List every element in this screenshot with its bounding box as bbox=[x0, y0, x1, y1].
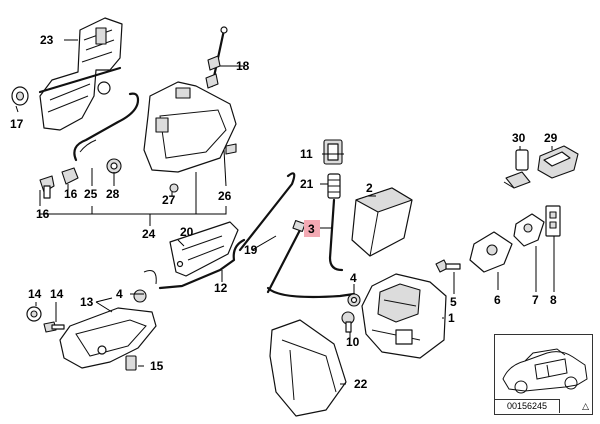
callout-7: 7 bbox=[532, 293, 539, 307]
callout-5: 5 bbox=[450, 295, 457, 309]
car-silhouette bbox=[502, 348, 588, 394]
callout-28: 28 bbox=[106, 187, 120, 201]
callout-4-right: 4 bbox=[350, 271, 357, 285]
part-19-rod bbox=[266, 228, 302, 294]
callout-8: 8 bbox=[550, 293, 557, 307]
callout-14: 14 bbox=[50, 287, 64, 301]
part-4-nut-left bbox=[133, 289, 147, 303]
part-19-upper-rod bbox=[238, 172, 296, 252]
part-9-screw bbox=[341, 311, 355, 333]
callout-3: 3 bbox=[308, 222, 315, 236]
part-16-screw-b bbox=[61, 167, 79, 185]
part-26-screw bbox=[225, 143, 237, 155]
callout-23: 23 bbox=[40, 33, 54, 47]
reference-code: 00156245 bbox=[495, 399, 560, 413]
part-4-nut-right bbox=[347, 293, 361, 307]
part-outside-handle bbox=[143, 81, 237, 173]
part-3-rod bbox=[328, 198, 344, 272]
callout-16-a: 16 bbox=[36, 207, 50, 221]
callout-22: 22 bbox=[354, 377, 368, 391]
part-21-bolt bbox=[327, 173, 341, 199]
part-22-cover bbox=[269, 319, 347, 417]
leader-lines bbox=[15, 39, 555, 385]
part-7-switch bbox=[513, 213, 545, 247]
callout-labels: 23 17 18 26 27 16 16 25 28 24 11 21 2 3 … bbox=[10, 33, 558, 391]
callout-9: 10 bbox=[346, 335, 360, 349]
part-13-washer bbox=[26, 306, 42, 322]
callout-20: 20 bbox=[180, 225, 194, 239]
callout-12: 13 bbox=[80, 295, 94, 309]
part-15-clip bbox=[125, 355, 137, 371]
reference-thumbnail: 00156245 △ bbox=[494, 334, 593, 415]
part-1-door-lock bbox=[361, 273, 447, 359]
callout-1: 1 bbox=[448, 311, 455, 325]
part-23-rod bbox=[38, 66, 122, 94]
part-11-rod bbox=[158, 238, 246, 290]
part-6-switch bbox=[469, 231, 513, 273]
callout-27: 27 bbox=[162, 193, 176, 207]
part-12-inner-handle bbox=[59, 307, 157, 369]
callout-16-b: 16 bbox=[64, 187, 78, 201]
part-30-bulb bbox=[503, 149, 531, 189]
part-17-grommet bbox=[11, 86, 29, 106]
part-5-screw bbox=[435, 259, 461, 273]
part-25-cable bbox=[73, 92, 140, 162]
callout-25: 25 bbox=[84, 187, 98, 201]
callout-11: 12 bbox=[214, 281, 228, 295]
part-10-clip bbox=[323, 139, 343, 165]
callout-21: 21 bbox=[300, 177, 314, 191]
part-11-rod-lower bbox=[266, 286, 356, 299]
callout-6: 6 bbox=[494, 293, 501, 307]
callout-17: 17 bbox=[10, 117, 24, 131]
part-27-screw bbox=[169, 183, 179, 193]
callout-10: 11 bbox=[300, 147, 313, 161]
part-8-connector bbox=[545, 205, 561, 237]
part-16-screw-a bbox=[39, 175, 55, 199]
part-23-lock-carrier bbox=[39, 17, 123, 131]
part-2-housing bbox=[351, 187, 413, 257]
part-29-socket bbox=[537, 145, 579, 179]
callout-3-highlight bbox=[304, 220, 320, 237]
callout-15: 15 bbox=[150, 359, 164, 373]
callout-2: 2 bbox=[366, 181, 373, 195]
part-18-rod bbox=[205, 26, 228, 89]
callout-24: 24 bbox=[142, 227, 156, 241]
part-20-bracket bbox=[169, 221, 239, 277]
callout-19: 19 bbox=[244, 243, 258, 257]
callout-29: 29 bbox=[544, 131, 558, 145]
callout-18: 18 bbox=[236, 59, 250, 73]
part-14-screw bbox=[43, 321, 65, 333]
callout-26: 26 bbox=[218, 189, 232, 203]
callout-30: 30 bbox=[512, 131, 526, 145]
callout-4-left: 4 bbox=[116, 287, 123, 301]
callout-13: 14 bbox=[28, 287, 42, 301]
part-28-nut bbox=[106, 158, 122, 174]
reference-marker: △ bbox=[582, 402, 589, 412]
